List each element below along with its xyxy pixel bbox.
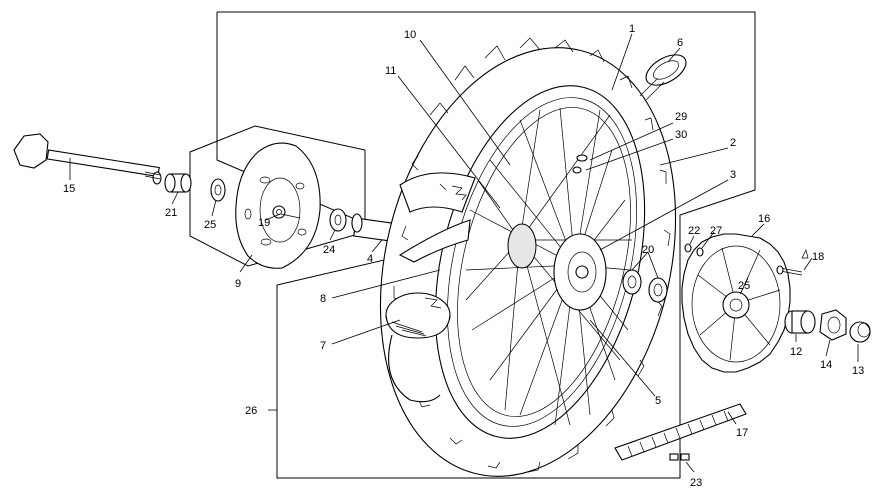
chain (614, 403, 747, 461)
callout-9: 9 (235, 278, 241, 290)
callout-19: 19 (258, 217, 270, 229)
wheel (379, 37, 677, 477)
rim-tape (399, 172, 476, 213)
leader-lines (69, 33, 859, 473)
callout-12: 12 (790, 346, 802, 358)
callout-18: 18 (812, 251, 824, 263)
inner-tube (385, 292, 451, 403)
callout-6: 6 (677, 37, 683, 49)
callout-20: 20 (642, 244, 654, 256)
disc-bolt (280, 213, 301, 219)
spacer-12 (784, 310, 816, 334)
callout-25-right: 25 (738, 280, 750, 292)
callout-15: 15 (63, 183, 75, 195)
callout-30: 30 (675, 129, 687, 141)
axle (13, 133, 162, 185)
callout-8: 8 (320, 293, 326, 305)
bearings-20 (622, 269, 668, 303)
callout-11: 11 (385, 65, 396, 77)
callout-26: 26 (245, 405, 257, 417)
cap-13 (849, 321, 871, 343)
callout-21: 21 (165, 207, 177, 219)
callout-1: 1 (629, 23, 635, 35)
callout-14: 14 (820, 359, 832, 371)
callout-25-left: 25 (204, 219, 216, 231)
callout-10: 10 (404, 29, 416, 41)
sprocket (681, 233, 791, 373)
callout-29: 29 (675, 111, 687, 123)
callout-labels: 1 2 3 4 5 6 7 8 9 10 11 12 13 14 15 16 1… (63, 23, 864, 489)
callout-27: 27 (710, 225, 722, 237)
sprocket-bolts (684, 243, 704, 257)
bearing-25-left (210, 178, 226, 202)
spoke-nipples (572, 154, 588, 174)
bearing-24 (329, 208, 347, 232)
callout-2: 2 (730, 137, 736, 149)
callout-3: 3 (730, 169, 736, 181)
brake-disc (235, 142, 321, 269)
master-link (669, 453, 690, 461)
callout-16: 16 (758, 213, 770, 225)
callout-17: 17 (736, 427, 748, 439)
callout-24: 24 (323, 244, 335, 256)
nut-14 (819, 309, 847, 341)
hub (507, 223, 607, 311)
callout-22: 22 (688, 225, 700, 237)
callout-7: 7 (320, 340, 326, 352)
callout-4: 4 (367, 253, 373, 265)
spacer-21 (164, 173, 192, 193)
callout-13: 13 (852, 365, 864, 377)
callout-5: 5 (655, 395, 661, 407)
valve (639, 54, 687, 101)
callout-23: 23 (690, 477, 702, 489)
screw-18 (776, 248, 809, 276)
tube-strip (398, 219, 471, 263)
assembly-frame (216, 11, 756, 479)
